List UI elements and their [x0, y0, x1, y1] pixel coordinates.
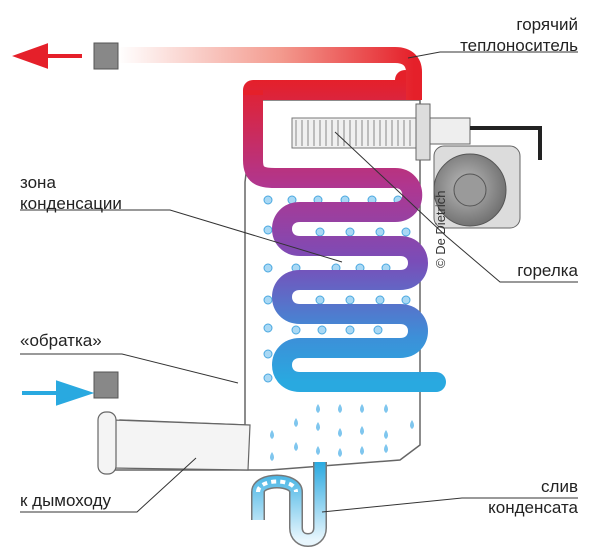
hot-outflow-arrow [12, 43, 82, 69]
heat-exchanger-coil [243, 70, 446, 392]
label-hot-coolant: горячий теплоноситель [460, 14, 578, 56]
condensate-drain [251, 462, 327, 547]
fan [433, 145, 521, 229]
label-condensation-zone: зона конденсации [20, 172, 122, 214]
burner [291, 103, 542, 161]
leader-lines [20, 51, 578, 513]
label-return: «обратка» [20, 331, 102, 350]
label-to-chimney: к дымоходу [20, 491, 112, 510]
hot-coolant-pipe [93, 42, 422, 100]
label-burner: горелка [517, 261, 578, 280]
return-pipe [93, 371, 250, 399]
label-drain-line2: конденсата [488, 498, 578, 517]
return-inflow-arrow [22, 380, 95, 406]
label-hot-coolant-line1: горячий [516, 15, 578, 34]
condensate-drops [270, 404, 414, 461]
chimney-connector [97, 411, 251, 475]
label-hot-coolant-line2: теплоноситель [460, 36, 578, 55]
copyright-watermark: © De Dietrich [433, 190, 448, 269]
label-condensation-line2: конденсации [20, 194, 122, 213]
label-condensate-drain: слив конденсата [488, 476, 578, 518]
label-drain-line1: слив [541, 477, 578, 496]
label-condensation-line1: зона [20, 173, 56, 192]
